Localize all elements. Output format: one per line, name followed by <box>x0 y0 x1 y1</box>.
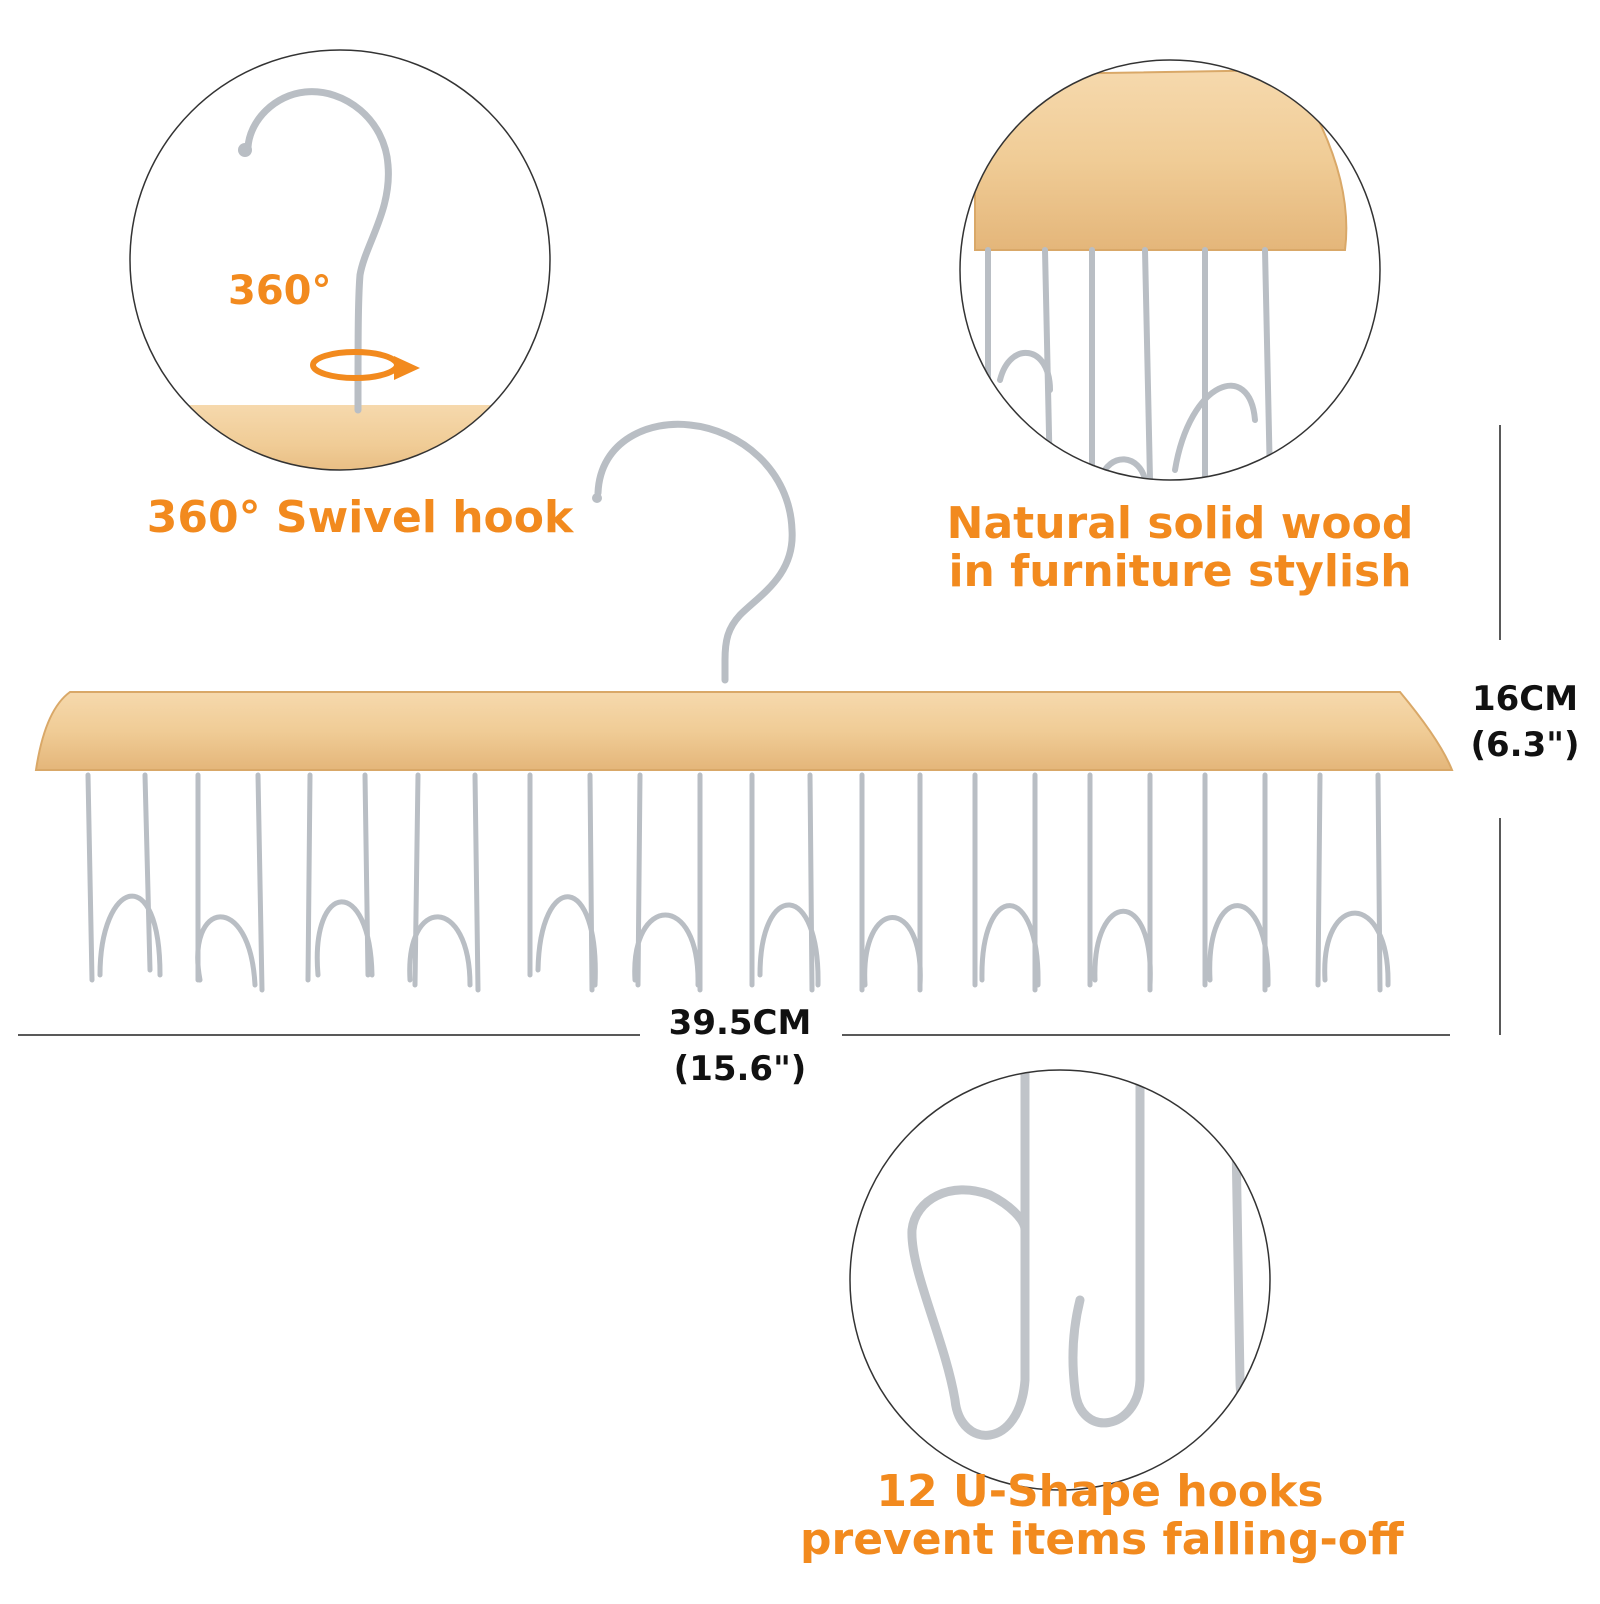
rotate-arrow-icon <box>310 349 420 381</box>
wood-caption: Natural solid wood in furniture stylish <box>920 500 1440 596</box>
swivel-hook-caption: 360° Swivel hook <box>146 492 574 543</box>
width-dimension: 39.5CM (15.6") <box>640 1000 840 1092</box>
height-dimension: 16CM (6.3") <box>1450 676 1600 768</box>
wood-caption-line2: in furniture stylish <box>948 546 1412 597</box>
wood-caption-line1: Natural solid wood <box>946 498 1414 549</box>
dimension-lines <box>18 425 1501 1036</box>
wood-bar <box>34 691 1454 771</box>
hooks-caption: 12 U-Shape hooks prevent items falling-o… <box>800 1466 1404 1565</box>
height-metric: 16CM <box>1471 679 1579 719</box>
detail-circle-hooks <box>849 1069 1271 1491</box>
detail-circle-swivel <box>129 49 551 471</box>
hanger-main <box>34 420 1454 993</box>
width-imperial: (15.6") <box>673 1049 807 1089</box>
hooks-caption-line2: prevent items falling-off <box>800 1514 1404 1565</box>
width-metric: 39.5CM <box>668 1003 812 1043</box>
u-hooks <box>85 772 1391 993</box>
height-imperial: (6.3") <box>1470 725 1580 765</box>
detail-circle-wood <box>959 59 1381 481</box>
hooks-caption-line1: 12 U-Shape hooks <box>876 1466 1324 1517</box>
swivel-degree-badge: 360° <box>228 268 332 314</box>
swivel-hook-main <box>594 420 796 684</box>
